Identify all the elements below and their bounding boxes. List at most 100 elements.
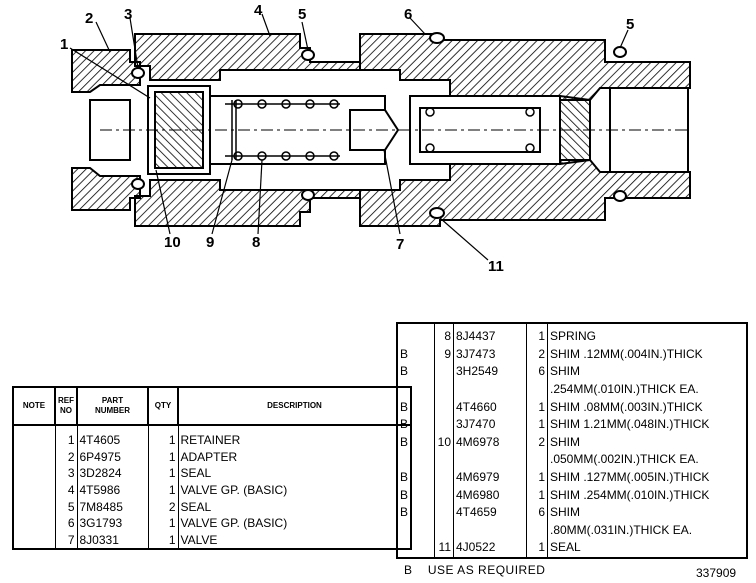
header-description: DESCRIPTION <box>177 386 412 426</box>
table-header-row: NOTE REF NO PART NUMBER QTY DESCRIPTION <box>12 386 412 426</box>
qty-cell <box>526 521 548 540</box>
ref-no-cell: 4 <box>55 481 78 499</box>
part-number-cell: 8J0331 <box>77 531 149 551</box>
note-cell: B <box>396 415 435 434</box>
qty-cell: 2 <box>148 498 179 515</box>
qty-cell: 1 <box>526 322 548 346</box>
part-number-cell <box>453 380 527 399</box>
qty-cell: 1 <box>526 415 548 434</box>
callout-11: 11 <box>488 258 504 275</box>
qty-cell: 1 <box>148 448 179 466</box>
part-number-cell: 3J7470 <box>453 415 527 434</box>
ref-no-cell <box>434 468 454 487</box>
main-body-upper-section <box>134 33 361 81</box>
description-cell: SPRING <box>547 322 748 346</box>
ref-no-cell <box>434 521 454 540</box>
ref-no-cell: 9 <box>434 345 454 364</box>
part-number-cell <box>453 451 527 469</box>
ref-no-cell: 3 <box>55 465 78 482</box>
header-part-number: PART NUMBER <box>76 386 149 426</box>
right-body-upper-section <box>359 33 691 101</box>
description-cell: SHIM <box>547 433 748 452</box>
ref-no-cell: 2 <box>55 448 78 466</box>
piston <box>349 109 400 151</box>
note-cell <box>396 451 435 469</box>
part-number-cell: 4T4660 <box>453 398 527 416</box>
main-body-lower-section <box>134 179 361 227</box>
note-cell <box>396 380 435 399</box>
qty-cell: 1 <box>148 425 179 449</box>
description-cell: SHIM .254MM(.010IN.)THICK <box>547 486 748 504</box>
ref-no-cell: 8 <box>434 322 454 346</box>
part-number-cell: 4M6980 <box>453 486 527 504</box>
ref-no-cell <box>434 398 454 416</box>
callout-10: 10 <box>164 234 181 251</box>
qty-cell: 1 <box>148 465 179 482</box>
part-number-cell: 4T5986 <box>77 481 149 499</box>
qty-cell: 2 <box>526 433 548 452</box>
note-cell <box>396 322 435 346</box>
callout-3: 3 <box>124 6 133 23</box>
qty-cell: 1 <box>148 514 179 532</box>
description-cell: SEAL <box>547 539 748 559</box>
ref-no-cell: 11 <box>434 539 454 559</box>
note-cell <box>396 539 435 559</box>
drawing-number: 337909 <box>696 566 737 580</box>
part-number-cell: 4J0522 <box>453 539 527 559</box>
header-ref-no: REF NO <box>54 386 78 426</box>
description-cell: SEAL <box>178 465 412 482</box>
description-cell: .254MM(.010IN.)THICK EA. <box>547 380 748 399</box>
header-qty: QTY <box>147 386 179 426</box>
part-number-cell: 4T4605 <box>77 425 149 449</box>
ref-no-cell: 5 <box>55 498 78 515</box>
part-number-cell: 3H2549 <box>453 363 527 381</box>
description-cell: SHIM .12MM(.004IN.)THICK <box>547 345 748 364</box>
ref-no-cell: 7 <box>55 531 78 551</box>
ref-no-cell <box>434 486 454 504</box>
leader-lines <box>69 13 629 261</box>
qty-cell: 6 <box>526 503 548 522</box>
description-cell: SHIM 1.21MM(.048IN.)THICK <box>547 415 748 434</box>
qty-cell: 1 <box>526 486 548 504</box>
qty-cell <box>526 380 548 399</box>
parts-list-table-left: NOTE REF NO PART NUMBER QTY DESCRIPTION … <box>12 386 412 551</box>
note-cell <box>12 531 56 551</box>
ref-no-cell <box>434 503 454 522</box>
callout-7: 7 <box>396 236 405 253</box>
part-number-cell: 4M6979 <box>453 468 527 487</box>
callout-6: 6 <box>404 6 413 23</box>
valve-cross-section-drawing <box>69 13 691 261</box>
part-number-cell: 3D2824 <box>77 465 149 482</box>
callout-4: 4 <box>254 2 263 19</box>
description-cell: SHIM .127MM(.005IN.)THICK <box>547 468 748 487</box>
ref-no-cell <box>434 380 454 399</box>
ref-no-cell <box>434 415 454 434</box>
part-number-cell: 4M6978 <box>453 433 527 452</box>
description-cell: RETAINER <box>178 425 412 449</box>
o-ring-seals <box>131 32 627 219</box>
note-cell <box>12 448 56 466</box>
qty-cell: 1 <box>526 539 548 559</box>
part-number-cell <box>453 521 527 540</box>
ref-no-cell: 1 <box>55 425 78 449</box>
adapter-lower-section <box>71 167 141 211</box>
note-cell: B <box>396 363 435 381</box>
callout-9: 9 <box>206 234 215 251</box>
ref-no-cell: 10 <box>434 433 454 452</box>
footnote: B USE AS REQUIRED <box>404 563 546 577</box>
qty-cell: 1 <box>526 398 548 416</box>
description-cell: ADAPTER <box>178 448 412 466</box>
callout-1: 1 <box>60 36 69 53</box>
header-note: NOTE <box>12 386 56 426</box>
part-number-cell: 8J4437 <box>453 322 527 346</box>
